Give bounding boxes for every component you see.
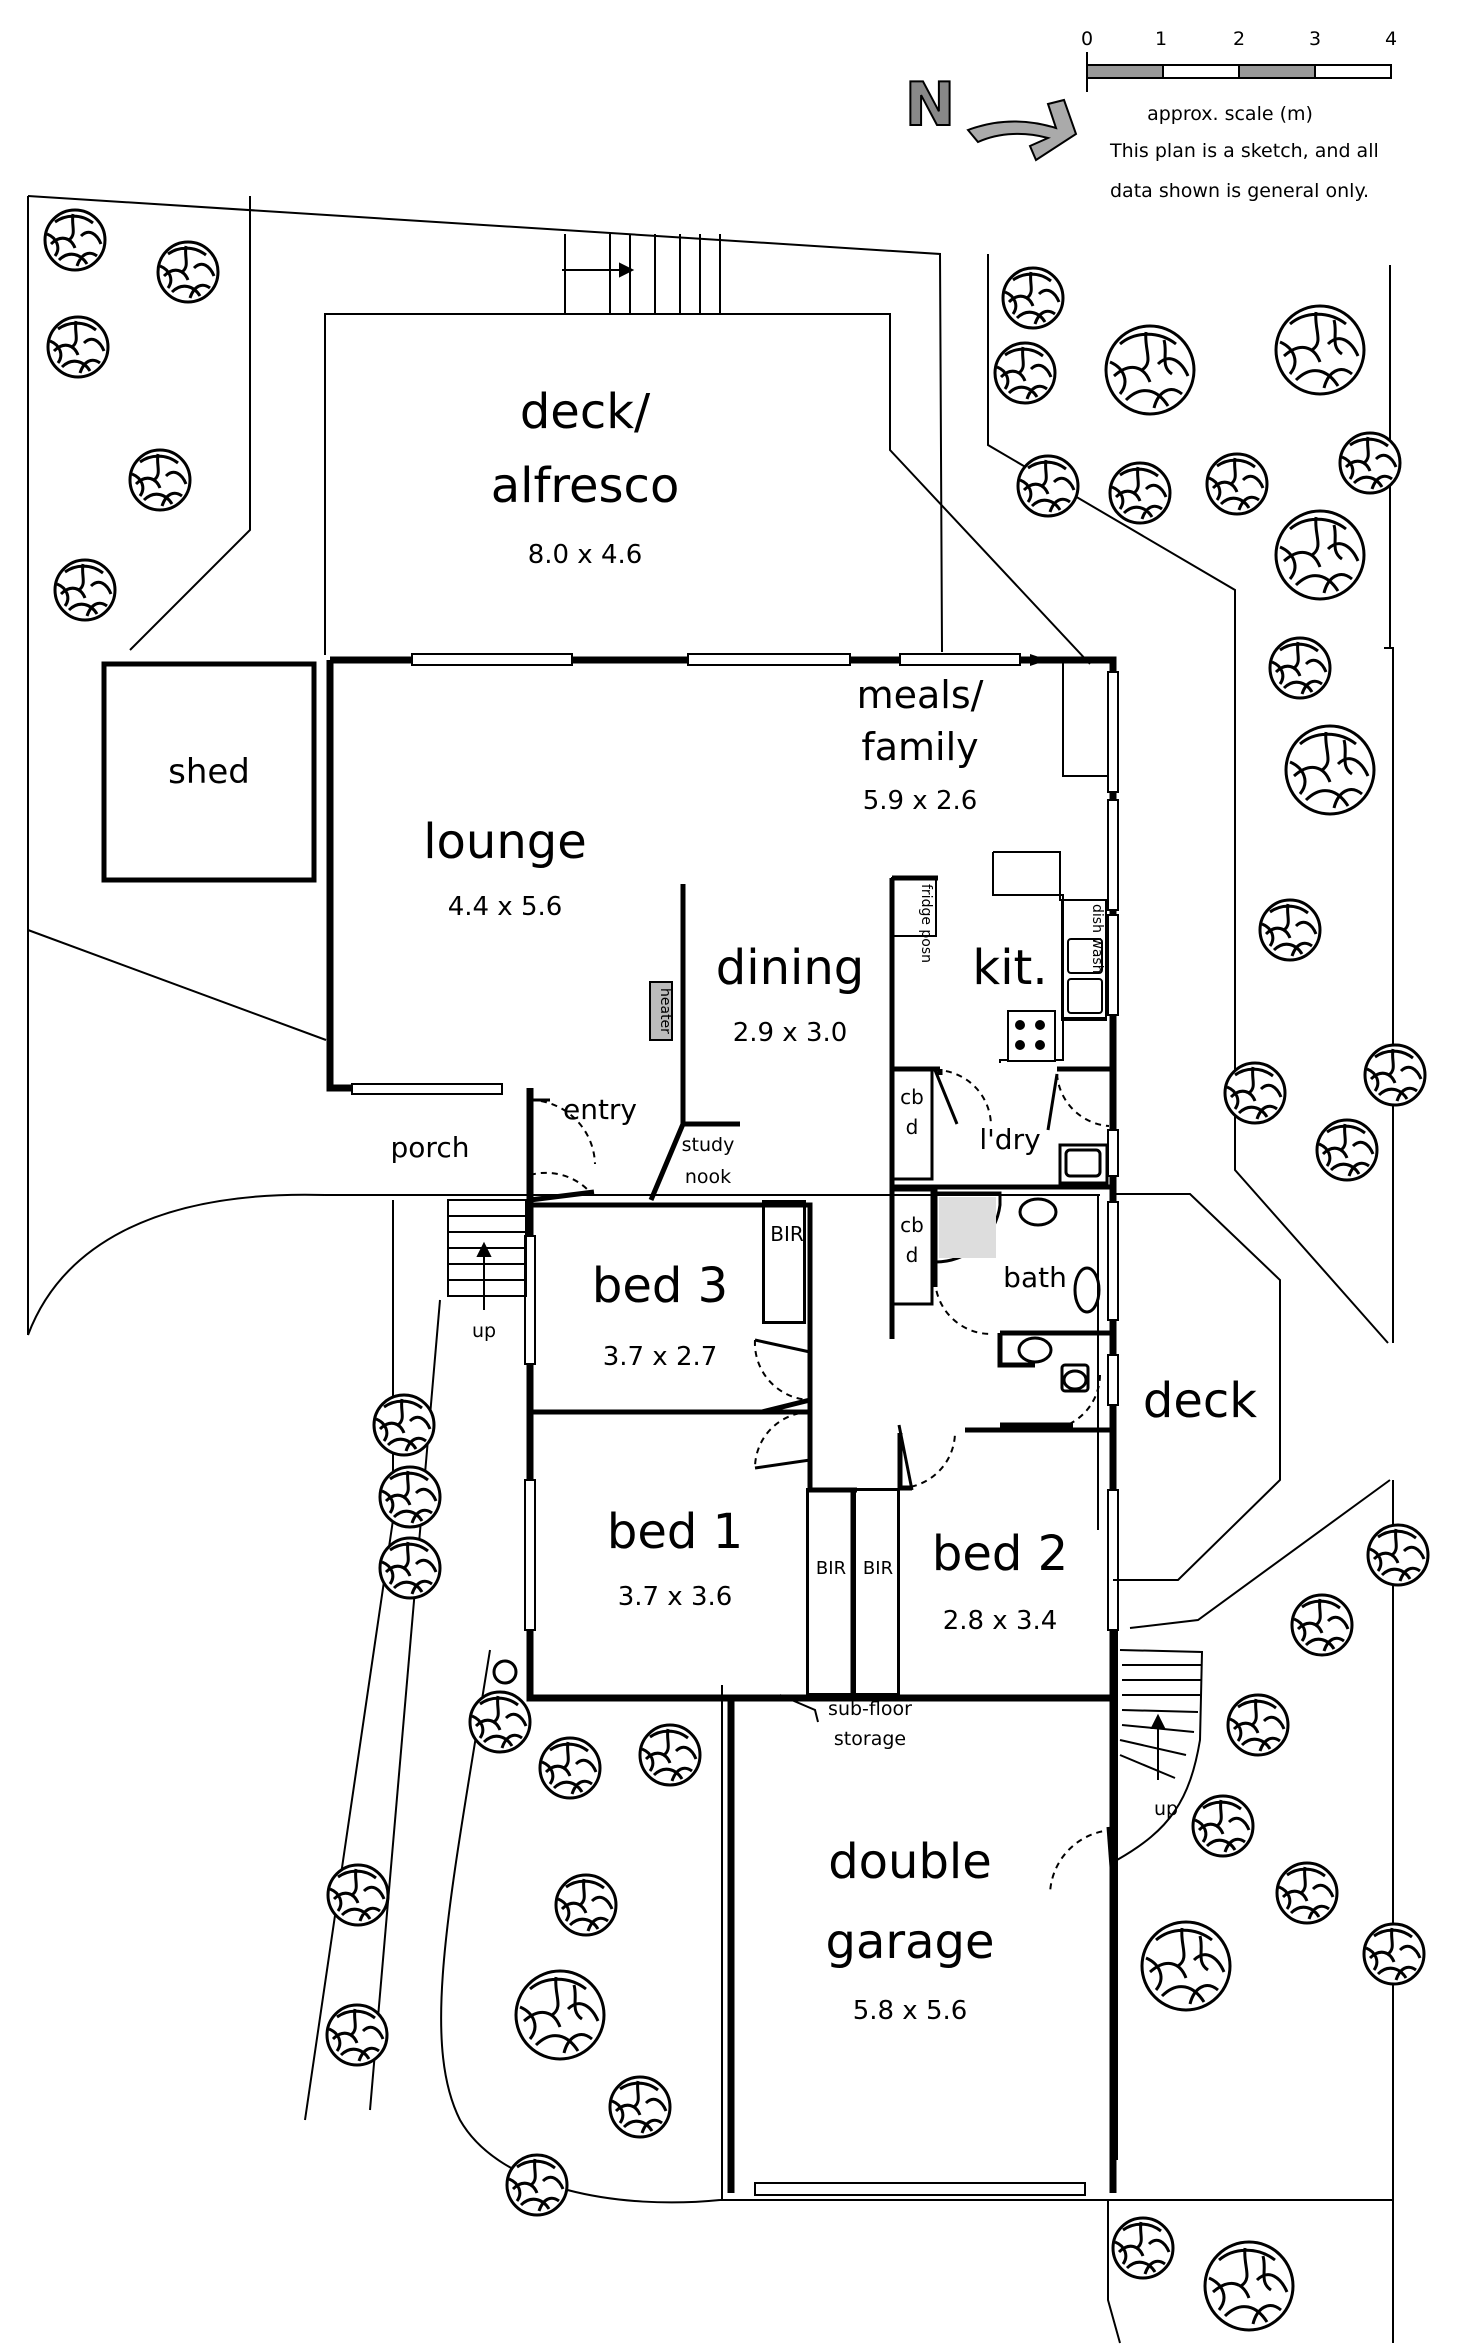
study-nook-line2: nook <box>684 1166 732 1188</box>
dining-label: dining <box>715 940 865 996</box>
kitchen-label: kit. <box>972 940 1048 996</box>
bed2-dims: 2.8 x 3.4 <box>942 1606 1058 1636</box>
bed2-label: bed 2 <box>931 1526 1069 1582</box>
scale-note-line2: data shown is general only. <box>1110 180 1370 202</box>
scale-tick-1: 1 <box>1154 28 1168 50</box>
windows <box>351 653 1119 2196</box>
scale-tick-4: 4 <box>1384 28 1398 50</box>
bed1-bir-cupboard <box>806 1488 856 1696</box>
laundry-label: l'dry <box>979 1123 1041 1156</box>
scale-note-line1: This plan is a sketch, and all <box>1110 140 1379 162</box>
trees <box>43 208 1430 2332</box>
kitchen-benches <box>891 660 1113 1063</box>
heater <box>649 981 673 1041</box>
bed3-bir-cupboard <box>762 1200 806 1324</box>
meals-line1: meals/ <box>856 673 984 717</box>
stairs-up-right-label: up <box>1153 1798 1179 1820</box>
alfresco-deck <box>324 234 1091 665</box>
deck-alfresco-line2: alfresco <box>490 458 680 514</box>
meals-dims: 5.9 x 2.6 <box>862 786 978 816</box>
garage-steps <box>1116 1649 1204 1861</box>
dishwasher-label: dish wash <box>1089 904 1105 974</box>
compass-label: N <box>904 70 956 140</box>
dining-dims: 2.9 x 3.0 <box>732 1018 848 1048</box>
laundry-trough <box>1058 1143 1109 1185</box>
scale-tick-2: 2 <box>1232 28 1246 50</box>
stairs-up-left-label: up <box>471 1320 497 1342</box>
bath-label: bath <box>1003 1261 1067 1294</box>
entry-label: entry <box>562 1093 638 1126</box>
door-swings <box>529 1069 1114 1895</box>
bed2-bir-label: BIR <box>862 1558 894 1579</box>
garage-line2: garage <box>825 1914 995 1970</box>
bed1-dims: 3.7 x 3.6 <box>617 1582 733 1612</box>
side-deck <box>1113 1193 1281 1581</box>
subfloor-line1: sub-floor <box>828 1698 912 1720</box>
porch-steps <box>447 1199 527 1310</box>
bed2-bir-cupboard <box>852 1488 900 1696</box>
deck-alfresco-line1: deck/ <box>519 384 651 440</box>
lounge-dims: 4.4 x 5.6 <box>447 892 563 922</box>
lounge-label: lounge <box>423 814 587 870</box>
scale-tick-3: 3 <box>1308 28 1322 50</box>
deck-label: deck <box>1142 1373 1258 1429</box>
bath-fixtures <box>933 1191 1101 1393</box>
door-leaves <box>530 1069 1115 1895</box>
subfloor-line2: storage <box>833 1728 907 1750</box>
garage-line1: double <box>828 1834 992 1890</box>
bed3-dims: 3.7 x 2.7 <box>602 1342 718 1372</box>
heater-label: heater <box>657 988 673 1034</box>
bed1-bir-label: BIR <box>815 1558 847 1579</box>
cupboard-upper-label: cbd <box>900 1085 924 1139</box>
shed-building <box>101 661 317 883</box>
deck-alfresco-dims: 8.0 x 4.6 <box>527 540 643 570</box>
cupboards <box>890 1067 934 1306</box>
shed-label: shed <box>168 752 250 792</box>
garage-dims: 5.8 x 5.6 <box>852 1996 968 2026</box>
scale-title: approx. scale (m) <box>1147 103 1313 125</box>
subfloor-pointer <box>779 1694 819 1723</box>
study-nook-line1: study <box>681 1134 735 1156</box>
bed3-bir-label: BIR <box>770 1222 804 1246</box>
scale-bar <box>1086 52 1392 92</box>
fridge-position-label: fridge posn <box>918 884 934 964</box>
north-arrow-icon <box>966 98 1078 162</box>
bed3-label: bed 3 <box>591 1258 729 1314</box>
meals-line2: family <box>861 725 979 769</box>
cupboard-lower-label: cbd <box>900 1213 924 1267</box>
bed1-label: bed 1 <box>606 1504 744 1560</box>
porch-label: porch <box>390 1131 470 1164</box>
scale-tick-0: 0 <box>1080 28 1094 50</box>
sliding-door-arrow <box>1030 654 1048 666</box>
